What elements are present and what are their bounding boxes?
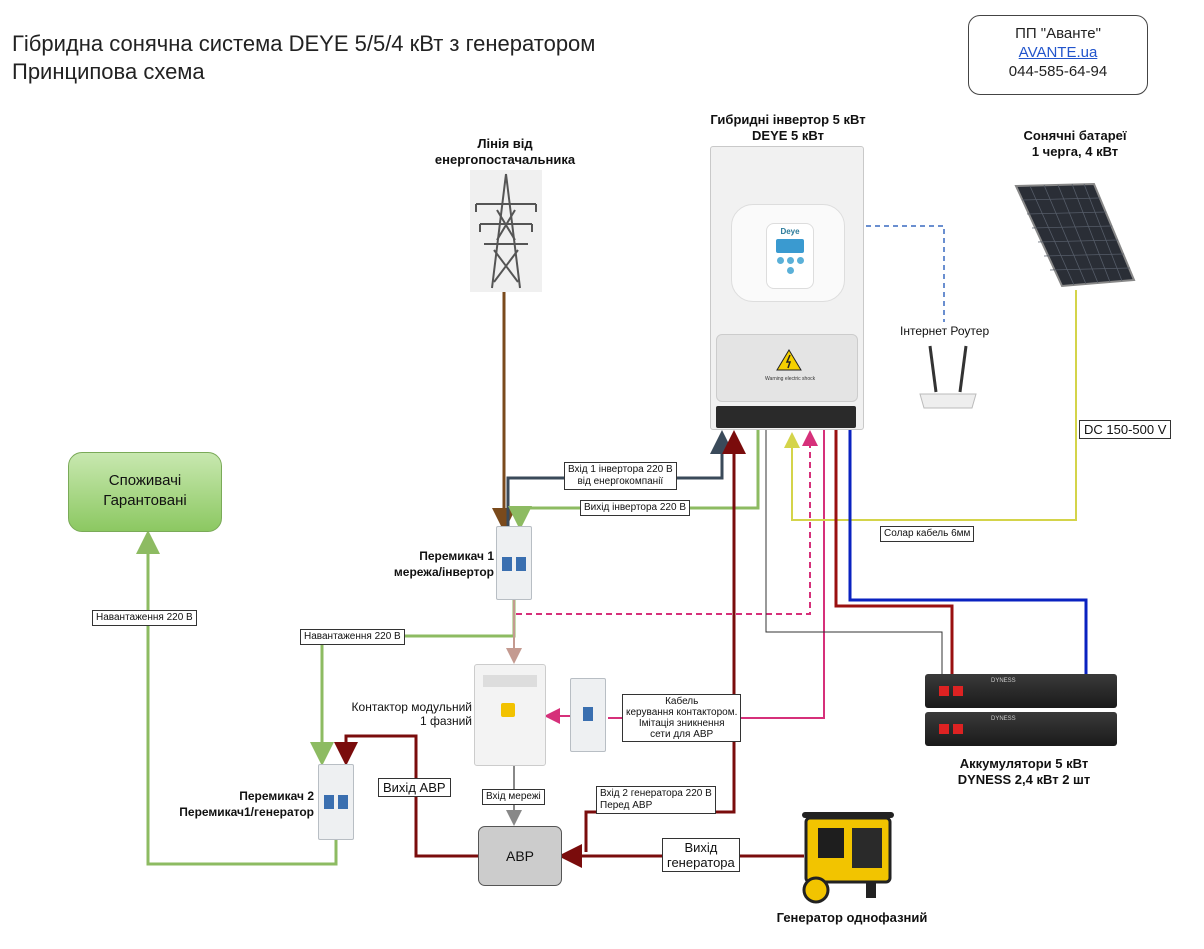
- avr-unit: АВР: [478, 826, 562, 886]
- load-220-left-label: Навантаження 220 В: [92, 610, 197, 626]
- warning-icon: [776, 349, 802, 371]
- inverter-wiring-cover: Warning electric shock: [716, 334, 858, 402]
- switch1-breaker[interactable]: [496, 526, 532, 600]
- control-dashed-wire: [516, 430, 818, 615]
- solar-panel-icon: [1010, 180, 1140, 290]
- solar-cable-label: Солар кабель 6мм: [880, 526, 975, 542]
- modular-contactor: [474, 664, 546, 766]
- dc-range-label: DC 150-500 V: [1079, 420, 1172, 439]
- switch2-breaker[interactable]: [318, 764, 354, 840]
- generator-output-label: Вихід генератора: [662, 838, 740, 872]
- switch1-label: Перемикач 1 мережа/інвертор: [393, 549, 494, 579]
- company-info-box: ПП "Аванте" AVANTE.ua 044-585-64-94: [968, 15, 1148, 95]
- battery-module-2: DYNESS: [925, 712, 1117, 746]
- warning-sign: Warning electric shock: [765, 349, 815, 385]
- company-phone: 044-585-64-94: [1008, 63, 1108, 80]
- battery-pos-wire: [834, 428, 954, 674]
- inverter-brand: Deye: [780, 227, 800, 236]
- guaranteed-consumers: Споживачі Гарантовані: [68, 452, 222, 532]
- battery-signal-wire: [765, 428, 943, 674]
- generator-label: Генератор однофазний: [776, 910, 928, 925]
- inverter-ports: [716, 406, 856, 428]
- grid-line-label: Лінія від енергопостачальника: [434, 136, 576, 167]
- inverter-output-label: Вихід інвертора 220 В: [580, 500, 691, 516]
- solar-wire: [784, 290, 1077, 521]
- control-breaker[interactable]: [570, 678, 606, 752]
- load-wire-consumers: [136, 530, 338, 866]
- battery-module-1: DYNESS: [925, 674, 1117, 708]
- grid-input-label: Вхід мережі: [482, 789, 545, 805]
- diagram-title: Гібридна сонячна система DEYE 5/5/4 кВт …: [12, 30, 595, 86]
- company-site-link[interactable]: AVANTE.ua: [1018, 44, 1098, 61]
- network-wire: [866, 225, 945, 322]
- inverter-screen: Deye: [766, 223, 814, 289]
- generator-input-label: Вхід 2 генератора 220 В Перед АВР: [596, 786, 716, 814]
- title-line-2: Принципова схема: [12, 59, 205, 84]
- solar-label: Сонячні батареї 1 черга, 4 кВт: [1023, 128, 1127, 159]
- inverter-display-panel: Deye: [731, 204, 845, 302]
- contactor-label: Контактор модульний 1 фазний: [351, 700, 472, 728]
- contactor-indicator: [501, 703, 515, 717]
- inverter-label: Гибридні інвертор 5 кВт DEYE 5 кВт: [710, 112, 866, 143]
- avr-output-label: Вихід АВР: [378, 778, 451, 797]
- generator-icon: [796, 804, 900, 904]
- inverter-lcd: [776, 239, 804, 253]
- company-name: ПП "Аванте": [1015, 25, 1101, 42]
- batteries-label: Аккумулятори 5 кВт DYNESS 2,4 кВт 2 шт: [957, 756, 1091, 787]
- load-220-mid-label: Навантаження 220 В: [300, 629, 405, 645]
- control-cable-label: Кабель керування контактором. Імітація з…: [622, 694, 742, 742]
- switch2-label: Перемикач 2 Перемикач1/генератор: [179, 789, 314, 819]
- avr-output-wire: [334, 734, 478, 858]
- title-line-1: Гібридна сонячна система DEYE 5/5/4 кВт …: [12, 31, 596, 56]
- inverter-buttons: [775, 257, 805, 274]
- power-pylon-icon: [470, 170, 542, 292]
- battery-neg-wire: [848, 428, 1088, 674]
- router-icon: [916, 342, 980, 414]
- router-label: Інтернет Роутер: [900, 324, 990, 338]
- inverter-input-label: Вхід 1 інвертора 220 В від енергокомпані…: [564, 462, 677, 490]
